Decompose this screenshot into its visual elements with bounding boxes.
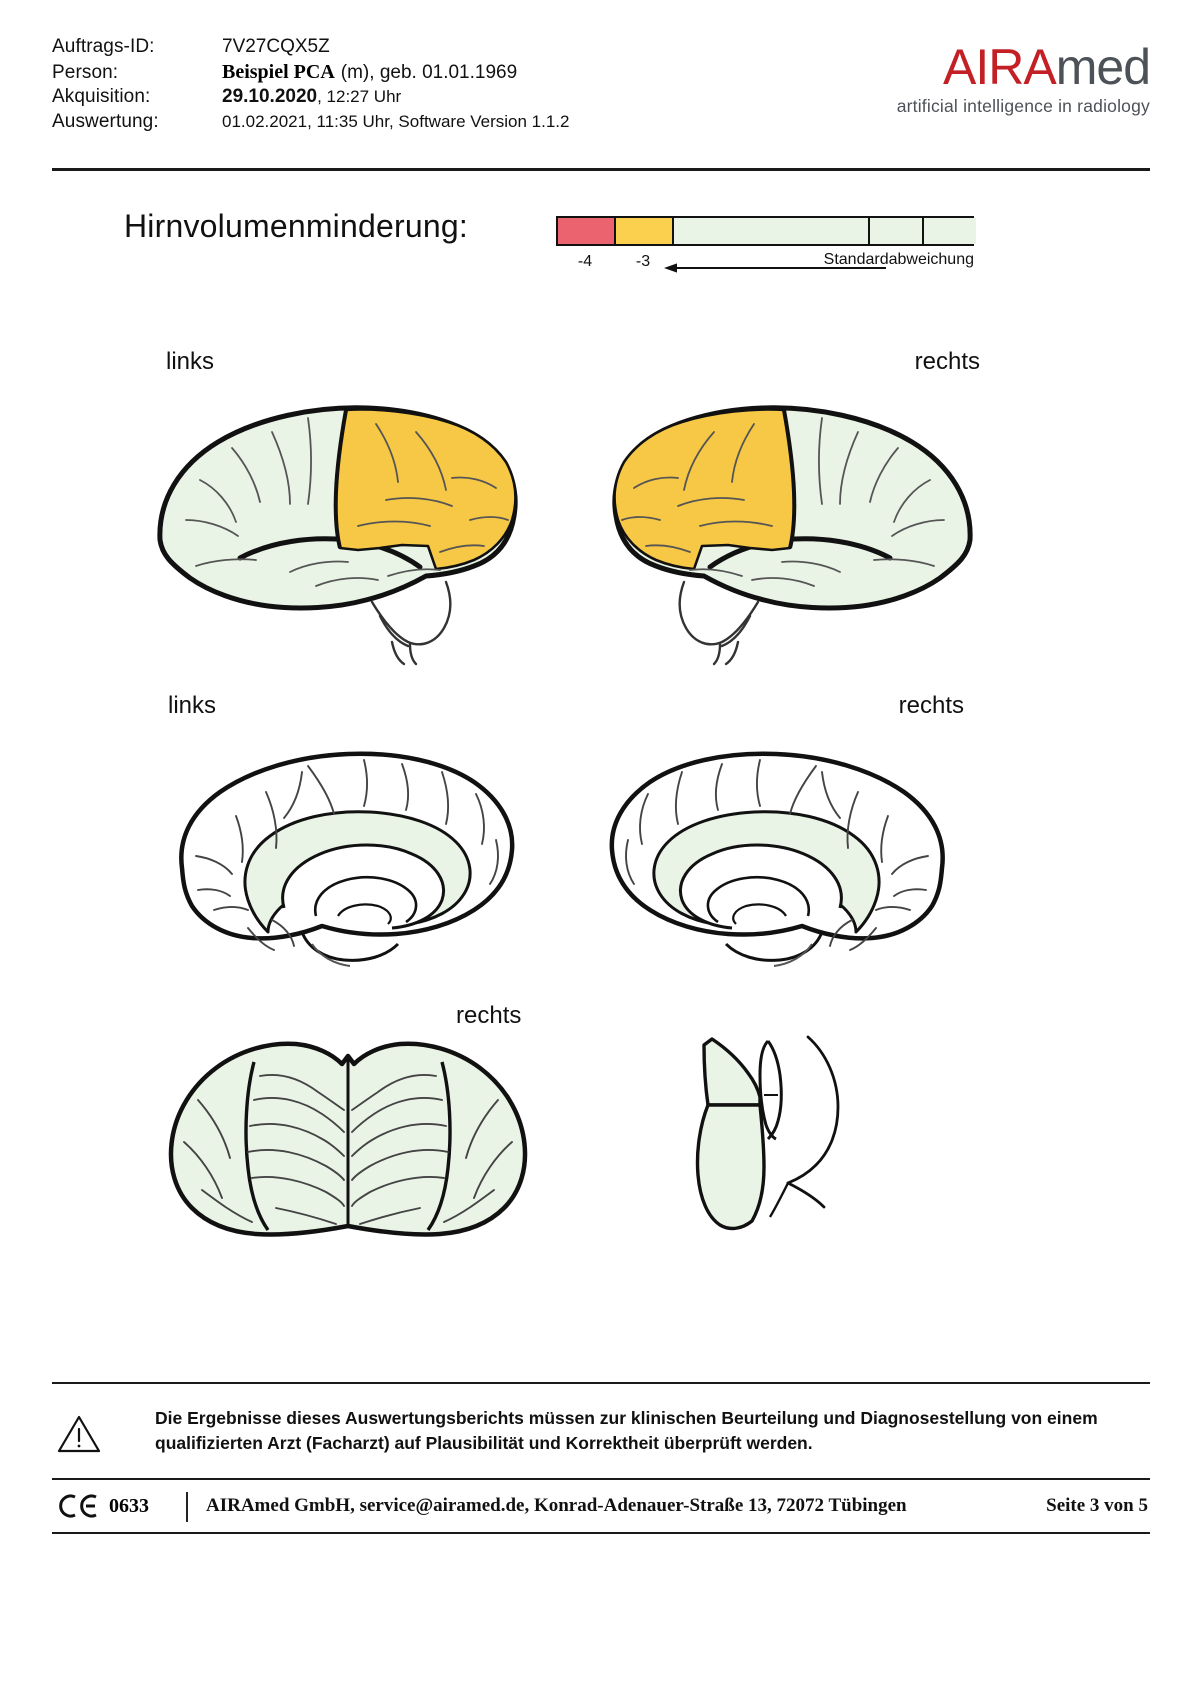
legend-tick-0: -4 — [577, 253, 593, 270]
legend-tick-row: Standardabweichung -4 -3 — [556, 251, 974, 275]
meta-label-auswertung: Auswertung: — [52, 111, 159, 132]
medial-right-brain-outline — [609, 751, 945, 967]
section-title: Hirnvolumenminderung: — [124, 208, 468, 244]
view-label-links-lateral: links — [166, 348, 215, 375]
ce-mark-icon — [59, 1494, 97, 1518]
brainstem-outline — [695, 1035, 840, 1231]
footer-page-number: Seite 3 von 5 — [1046, 1495, 1148, 1516]
brain-view-cerebellum: rechts — [168, 1002, 528, 1240]
brain-view-lateral-left: links — [140, 348, 540, 670]
logo-text-med: med — [1055, 39, 1151, 95]
logo-tagline: artificial intelligence in radiology — [896, 96, 1150, 116]
warning-triangle-icon — [57, 1415, 101, 1453]
footer-divider-middle — [52, 1478, 1150, 1480]
ce-mark-group: 0633 — [58, 1494, 149, 1518]
footer-company-address: AIRAmed GmbH, service@airamed.de, Konrad… — [206, 1495, 907, 1516]
brain-view-brainstem — [690, 1035, 890, 1235]
cerebellum-outline — [168, 1041, 528, 1237]
meta-label-akquisition: Akquisition: — [52, 86, 151, 107]
meta-label-auftrags-id: Auftrags-ID: — [52, 36, 155, 57]
view-label-rechts-cerebellum: rechts — [456, 1002, 522, 1029]
meta-value-person-rest: (m), geb. 01.01.1969 — [340, 62, 518, 83]
footer-divider-bottom — [52, 1532, 1150, 1534]
logo-text-aira: AIRA — [943, 39, 1057, 95]
footer-warning-block: Die Ergebnisse dieses Auswertungsbericht… — [52, 1400, 1150, 1472]
meta-value-auftrags-id: 7V27CQX5Z — [222, 36, 330, 57]
legend-cell-0 — [558, 218, 616, 244]
logo-wordmark: AIRAmed — [897, 39, 1151, 95]
medial-left-brain-outline — [179, 751, 515, 967]
legend-cell-1 — [616, 218, 674, 244]
lateral-right-brain-outline — [612, 405, 973, 666]
view-label-links-medial: links — [168, 692, 217, 719]
meta-row-person: Person: Beispiel PCA (m), geb. 01.01.196… — [52, 61, 569, 86]
ce-number: 0633 — [109, 1494, 149, 1517]
footer-separator — [186, 1492, 188, 1522]
legend-cell-2 — [674, 218, 870, 244]
legend-axis-label: Standardabweichung — [823, 251, 974, 268]
meta-row-auswertung: Auswertung: 01.02.2021, 11:35 Uhr, Softw… — [52, 111, 569, 136]
footer-divider-top — [52, 1382, 1150, 1384]
footer-warning-text: Die Ergebnisse dieses Auswertungsbericht… — [155, 1408, 1098, 1453]
lateral-left-brain-outline — [157, 405, 518, 666]
meta-row-akquisition: Akquisition: 29.10.2020 , 12:27 Uhr — [52, 86, 569, 111]
legend-tick-1: -3 — [635, 253, 651, 270]
patient-meta-block: Auftrags-ID: 7V27CQX5Z Person: Beispiel … — [52, 36, 569, 136]
report-header: Auftrags-ID: 7V27CQX5Z Person: Beispiel … — [52, 36, 1151, 156]
meta-row-auftrags-id: Auftrags-ID: 7V27CQX5Z — [52, 36, 569, 61]
legend-scale: Standardabweichung -4 -3 — [556, 216, 976, 275]
meta-value-person-name: Beispiel PCA — [222, 61, 335, 83]
view-label-rechts-medial: rechts — [898, 692, 964, 719]
brain-view-medial-left: links — [152, 692, 532, 980]
header-divider — [52, 168, 1150, 171]
meta-value-akquisition-date: 29.10.2020 — [222, 86, 318, 107]
legend-color-bar — [556, 216, 976, 246]
meta-value-akquisition-time: , 12:27 Uhr — [317, 87, 402, 106]
footer-bar: 0633 AIRAmed GmbH, service@airamed.de, K… — [52, 1490, 1150, 1530]
meta-value-auswertung: 01.02.2021, 11:35 Uhr, Software Version … — [222, 112, 570, 131]
legend-arrow-left-icon — [664, 263, 886, 273]
airamed-logo: AIRAmed artificial intelligence in radio… — [896, 39, 1151, 117]
legend-cell-3 — [870, 218, 924, 244]
brain-view-lateral-right: rechts — [590, 348, 990, 670]
view-label-rechts-lateral: rechts — [914, 348, 980, 375]
brain-view-medial-right: rechts — [592, 692, 972, 980]
legend-cell-4 — [924, 218, 976, 244]
meta-label-person: Person: — [52, 62, 119, 83]
